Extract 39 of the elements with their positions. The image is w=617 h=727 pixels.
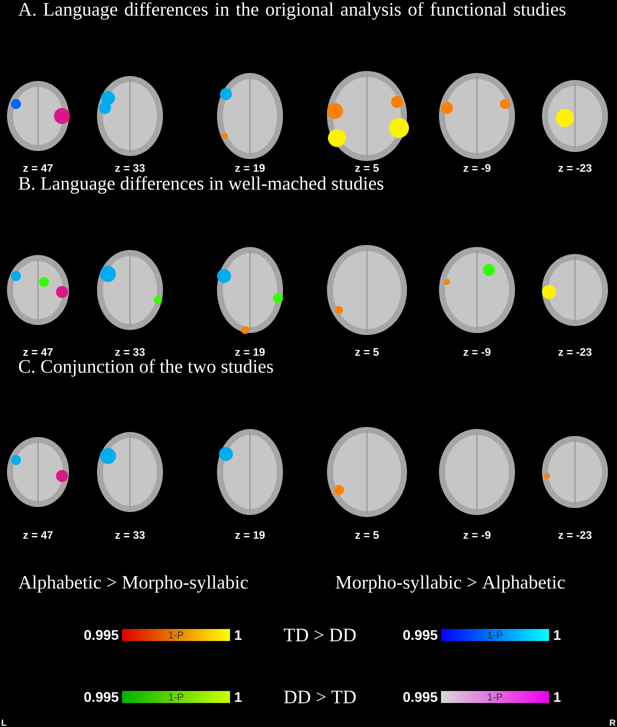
colorbar: 1-P — [488, 632, 502, 638]
value-label: 0.995 — [403, 692, 438, 702]
value-label: 0.995 — [84, 630, 118, 640]
slice-label: z = 33 — [115, 164, 145, 172]
legend-heading: Morpho-syllabic > Alphabetic — [336, 575, 565, 593]
heading: C. Conjunction of the two studies — [18, 359, 273, 377]
value-label: 0.995 — [403, 630, 438, 640]
legend-heading: Alphabetic > Morpho-syllabic — [18, 575, 248, 593]
slice-label: z = 47 — [23, 164, 53, 172]
slice-label: z = 19 — [235, 348, 265, 356]
heading: A. Language differences in the origional analysis of functional studies — [18, 2, 566, 20]
slice-label: z = 33 — [115, 531, 145, 539]
slice-label: z = 47 — [23, 348, 53, 356]
group-label: DD > TD — [284, 690, 356, 704]
heading: B. Language differences in well-mached studies — [18, 176, 384, 194]
slice-label: z = 5 — [355, 348, 379, 356]
slice-label: z = -9 — [464, 164, 490, 172]
slice-label: z = 19 — [235, 531, 265, 539]
value-label: 0.995 — [84, 692, 118, 702]
slice-label: z = -23 — [558, 348, 592, 356]
value-label: 1 — [554, 692, 561, 702]
value-label: 1 — [235, 692, 242, 702]
slice-label: z = -9 — [464, 348, 490, 356]
slice-label: z = 19 — [235, 164, 265, 172]
slice-label: z = -23 — [558, 164, 592, 172]
slice-label: z = -9 — [464, 531, 490, 539]
slice-label: z = 5 — [355, 164, 379, 172]
colorbar: 1-P — [168, 694, 184, 700]
slice-label: z = 47 — [23, 531, 53, 539]
value-label: 1 — [235, 630, 242, 640]
side-marker: R — [610, 720, 616, 726]
side-marker: L — [2, 720, 6, 726]
group-label: TD > DD — [284, 628, 356, 642]
slice-label: z = -23 — [558, 531, 592, 539]
value-label: 1 — [554, 630, 561, 640]
slice-label: z = 5 — [355, 531, 379, 539]
colorbar: 1-P — [168, 632, 184, 638]
colorbar: 1-P — [488, 694, 502, 700]
slice-label: z = 33 — [115, 348, 145, 356]
